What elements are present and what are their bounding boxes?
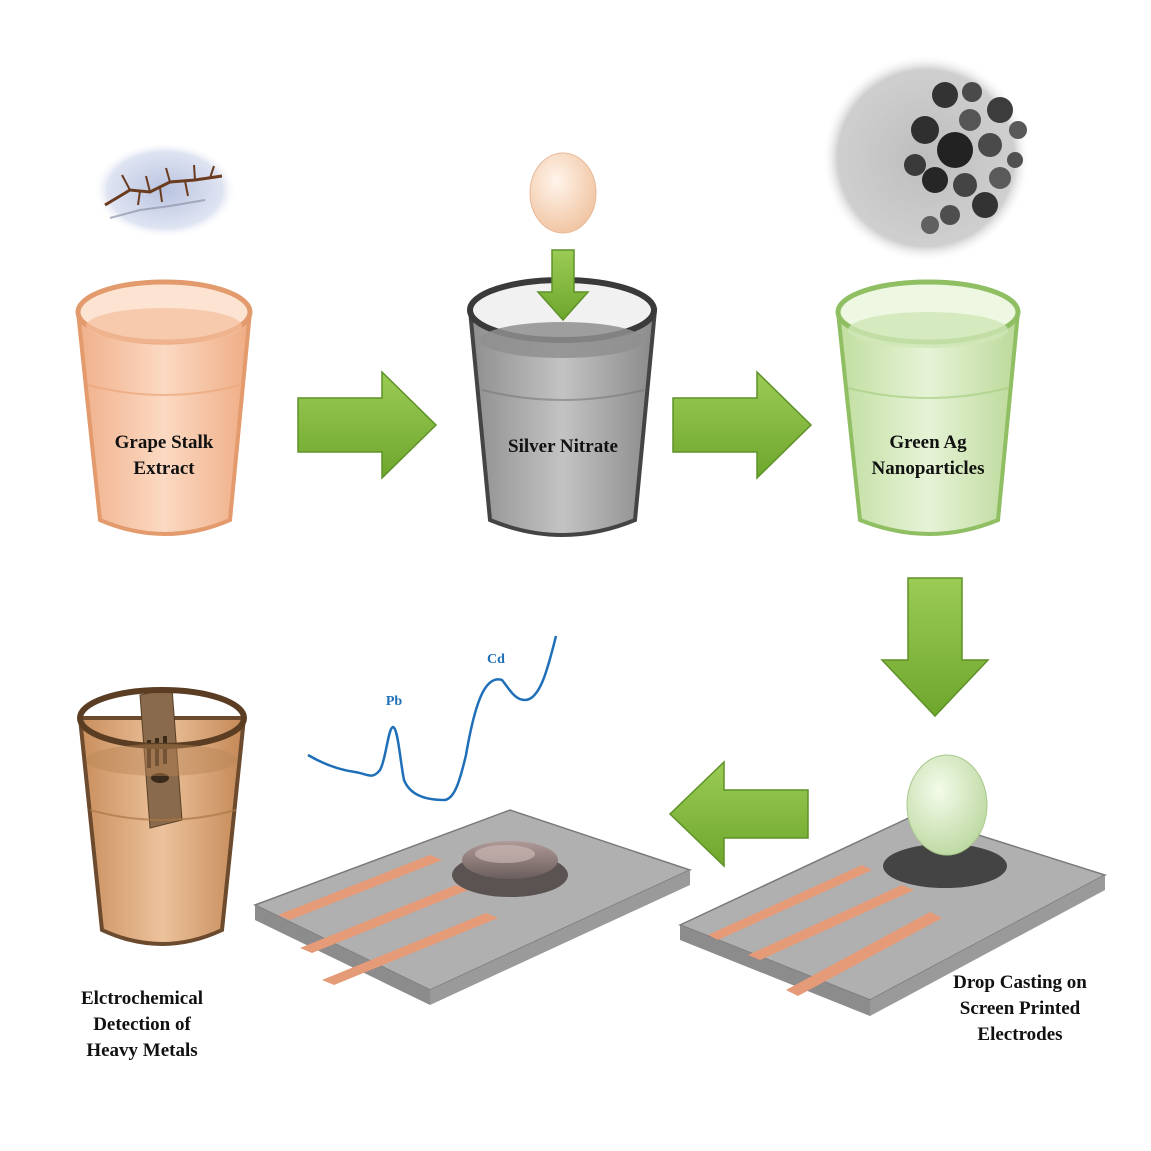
arrow-right-2 <box>672 370 813 480</box>
tem-image <box>822 54 1030 262</box>
nanoparticle-glass <box>835 279 1021 536</box>
nanoparticle-label: Green Ag Nanoparticles <box>848 430 1008 482</box>
detection-label: Elctrochemical Detection of Heavy Metals <box>52 986 232 1064</box>
pb-peak-label: Pb <box>385 694 403 709</box>
extract-label: Grape Stalk Extract <box>84 430 244 482</box>
drop-casting-label-line3: Electrodes <box>977 1024 1063 1045</box>
arrow-left <box>668 760 809 868</box>
drop-casting-label: Drop Casting on Screen Printed Electrode… <box>930 970 1110 1048</box>
voltammogram-curve <box>307 635 558 802</box>
detection-label-line3: Heavy Metals <box>86 1040 198 1061</box>
drop-casting-electrode <box>678 814 1107 1016</box>
modified-electrode <box>253 809 693 1005</box>
voltammogram <box>307 635 558 802</box>
detection-label-line2: Detection of <box>93 1014 191 1035</box>
extract-label-line1: Grape Stalk <box>114 432 214 453</box>
cd-peak-label: Cd <box>487 652 505 667</box>
arrow-right-1 <box>297 370 438 480</box>
silver-nitrate-droplet <box>529 152 597 234</box>
nanoparticle-label-line1: Green Ag <box>889 432 967 453</box>
detection-glass <box>77 687 247 946</box>
nanoparticle-droplet <box>906 754 988 856</box>
drop-casting-label-line1: Drop Casting on <box>953 972 1087 993</box>
grape-stalk-image <box>93 142 237 238</box>
drop-casting-label-line2: Screen Printed <box>959 998 1081 1019</box>
arrow-down-small <box>536 249 590 322</box>
nanoparticle-label-line2: Nanoparticles <box>871 458 985 479</box>
arrow-down-large <box>880 577 990 718</box>
detection-label-line1: Elctrochemical <box>80 988 204 1009</box>
extract-label-line2: Extract <box>133 458 195 479</box>
silver-nitrate-label: Silver Nitrate <box>482 434 644 460</box>
extract-glass <box>75 279 253 536</box>
silver-nitrate-label-line1: Silver Nitrate <box>508 436 618 457</box>
